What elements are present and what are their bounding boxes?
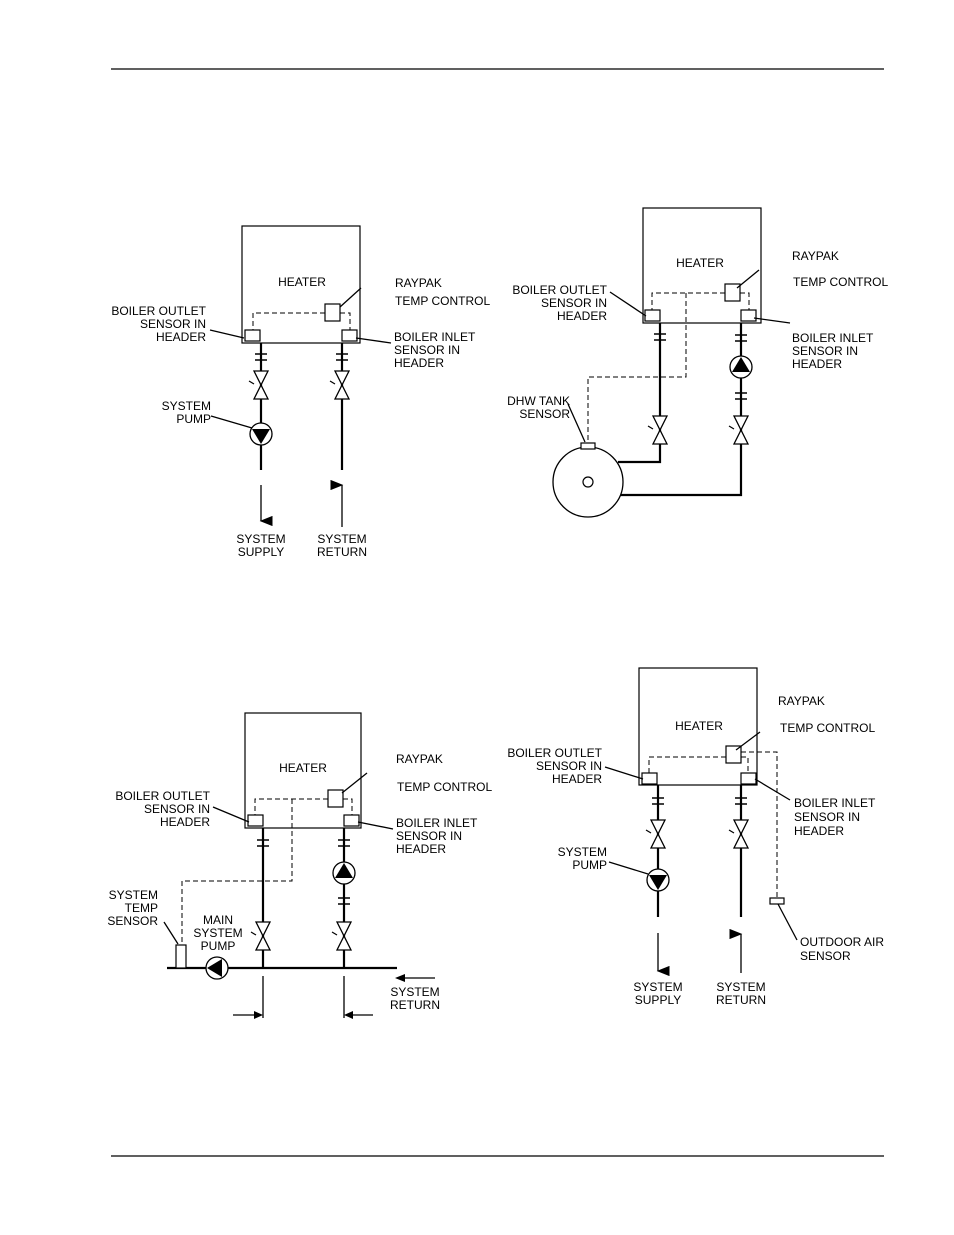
inlet-label-2: SENSOR IN — [396, 829, 462, 843]
outlet-label-3: HEADER — [557, 309, 607, 323]
outlet-label-3: HEADER — [156, 330, 206, 344]
pump-label-2: PUMP — [176, 412, 211, 426]
heater-label: HEATER — [278, 275, 326, 289]
inlet-label-1: BOILER INLET — [794, 796, 876, 810]
diagram-system-supply-return: HEATER RAYPAK TEMP CONTROL BOILER OUTLET… — [111, 225, 490, 559]
raypak-label: RAYPAK — [396, 752, 443, 766]
main-pump-label-2: SYSTEM — [193, 926, 242, 940]
temp-sensor-label-2: TEMP — [125, 901, 158, 915]
return-label-2: RETURN — [716, 993, 766, 1007]
pump-label-1: SYSTEM — [162, 399, 211, 413]
return-label-1: SYSTEM — [716, 980, 765, 994]
outlet-sensor — [644, 309, 661, 322]
raypak-label: RAYPAK — [395, 276, 442, 290]
heater-box — [241, 225, 361, 344]
dhw-sensor — [580, 442, 596, 450]
inlet-label-3: HEADER — [792, 357, 842, 371]
inlet-label-1: BOILER INLET — [394, 330, 476, 344]
outdoor-label-1: OUTDOOR AIR — [800, 935, 884, 949]
heater-box — [642, 207, 762, 324]
outlet-label-1: BOILER OUTLET — [115, 789, 210, 803]
heater-label: HEATER — [676, 256, 724, 270]
pump-label-2: PUMP — [572, 858, 607, 872]
temp-control-box — [324, 303, 341, 322]
temp-control-label: TEMP CONTROL — [780, 721, 875, 735]
inlet-label-3: HEADER — [794, 824, 844, 838]
outlet-label-2: SENSOR IN — [140, 317, 206, 331]
raypak-label: RAYPAK — [778, 694, 825, 708]
system-temp-sensor — [175, 944, 187, 969]
heater-label: HEATER — [279, 761, 327, 775]
outlet-label-1: BOILER OUTLET — [512, 283, 607, 297]
dhw-label-2: SENSOR — [519, 407, 570, 421]
temp-sensor-label-1: SYSTEM — [109, 888, 158, 902]
dhw-label-1: DHW TANK — [507, 394, 570, 408]
inlet-label-1: BOILER INLET — [792, 331, 874, 345]
temp-control-label: TEMP CONTROL — [395, 294, 490, 308]
temp-control-label: TEMP CONTROL — [397, 780, 492, 794]
temp-control-box — [725, 745, 742, 764]
inlet-label-3: HEADER — [394, 356, 444, 370]
supply-label-2: SUPPLY — [635, 993, 681, 1007]
inlet-sensor — [341, 329, 358, 342]
return-label-2: RETURN — [317, 545, 367, 559]
pump-label-1: SYSTEM — [558, 845, 607, 859]
supply-label-1: SYSTEM — [633, 980, 682, 994]
heater-label: HEATER — [675, 719, 723, 733]
diagram-outdoor-air-sensor: HEATER RAYPAK TEMP CONTROL BOILER OUTLET… — [507, 667, 884, 1007]
main-pump-label-1: MAIN — [203, 913, 233, 927]
temp-sensor-label-3: SENSOR — [107, 914, 158, 928]
raypak-label: RAYPAK — [792, 249, 839, 263]
supply-label-2: SUPPLY — [238, 545, 284, 559]
diagram-main-system-pump: HEATER RAYPAK TEM — [107, 712, 492, 1019]
temp-control-label: TEMP CONTROL — [793, 275, 888, 289]
outlet-sensor — [247, 814, 264, 827]
inlet-sensor — [740, 772, 757, 785]
boiler-pump — [332, 861, 356, 885]
main-pump-label-3: PUMP — [201, 939, 236, 953]
inlet-sensor — [740, 309, 757, 322]
inlet-label-2: SENSOR IN — [792, 344, 858, 358]
return-label-2: RETURN — [390, 998, 440, 1012]
supply-label-1: SYSTEM — [236, 532, 285, 546]
heater-box — [244, 712, 362, 829]
outlet-label-2: SENSOR IN — [541, 296, 607, 310]
outdoor-label-2: SENSOR — [800, 949, 851, 963]
system-pump — [249, 422, 273, 446]
inlet-label-1: BOILER INLET — [396, 816, 478, 830]
inlet-label-3: HEADER — [396, 842, 446, 856]
outlet-label-2: SENSOR IN — [536, 759, 602, 773]
return-label-1: SYSTEM — [390, 985, 439, 999]
outlet-sensor — [244, 329, 261, 342]
diagram-dhw-tank: HEATER RAYPAK TEMP CONTROL BOILER OUTLET… — [507, 207, 888, 518]
outlet-sensor — [641, 772, 658, 785]
dhw-pump — [729, 355, 753, 379]
system-pump — [646, 868, 670, 892]
inlet-label-2: SENSOR IN — [394, 343, 460, 357]
outlet-label-1: BOILER OUTLET — [111, 304, 206, 318]
outlet-label-1: BOILER OUTLET — [507, 746, 602, 760]
outlet-label-3: HEADER — [552, 772, 602, 786]
outdoor-air-sensor — [769, 897, 785, 905]
temp-control-box — [327, 789, 344, 808]
heater-box — [638, 667, 758, 786]
outlet-label-2: SENSOR IN — [144, 802, 210, 816]
return-label-1: SYSTEM — [317, 532, 366, 546]
outlet-label-3: HEADER — [160, 815, 210, 829]
inlet-label-2: SENSOR IN — [794, 810, 860, 824]
main-system-pump — [205, 956, 229, 980]
inlet-sensor — [343, 814, 360, 827]
